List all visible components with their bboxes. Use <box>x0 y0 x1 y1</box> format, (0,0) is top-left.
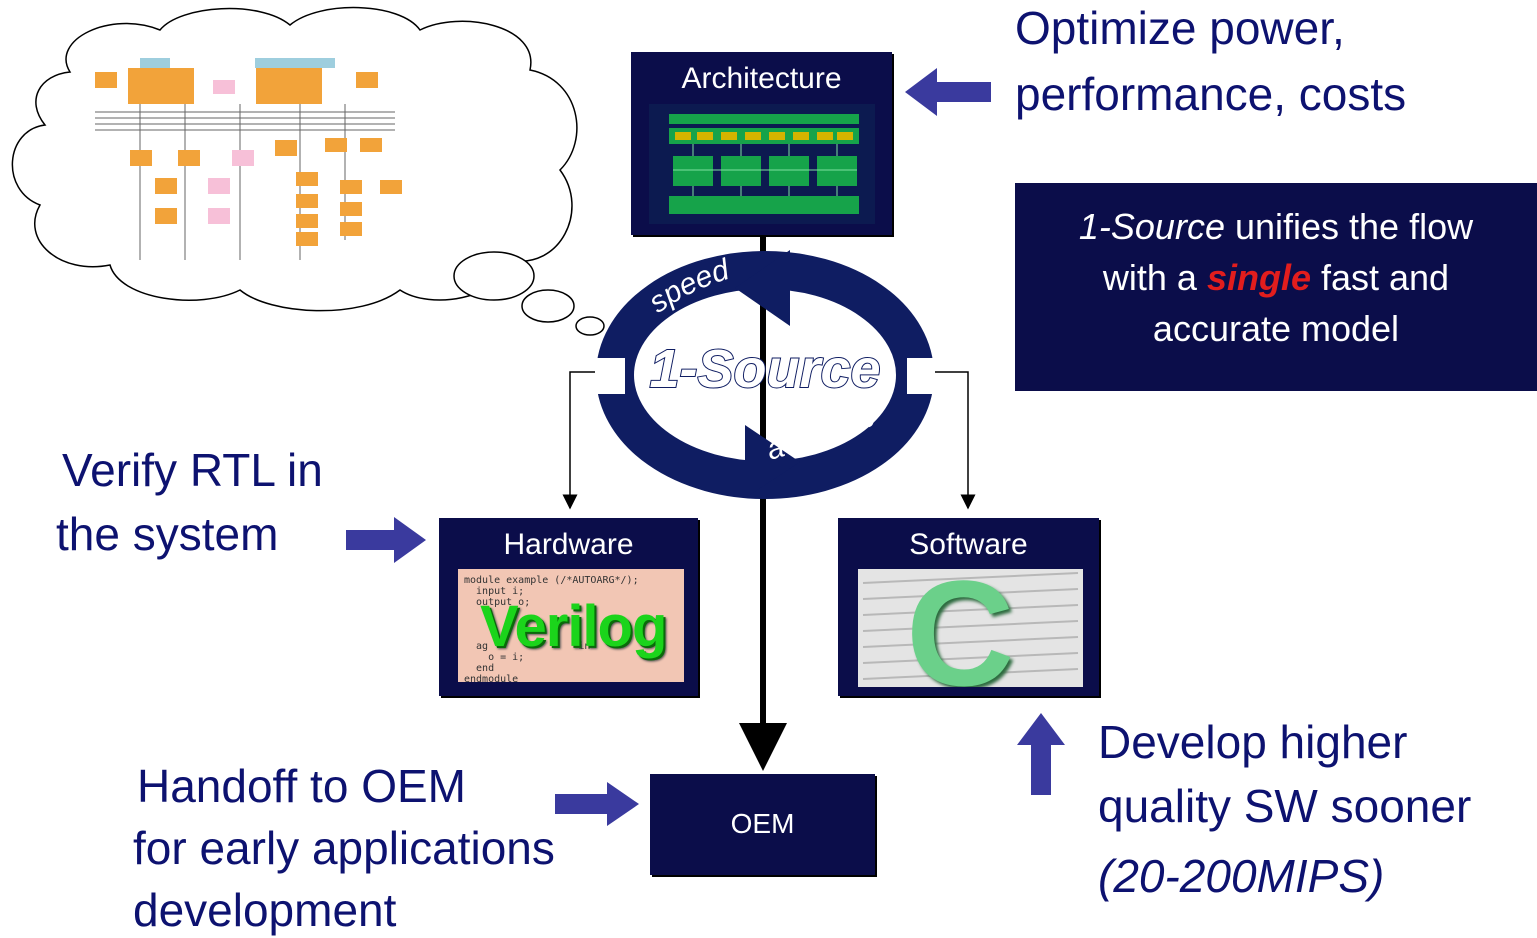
cycle-arrowhead-top <box>735 250 790 326</box>
develop-caption-line3: (20-200MIPS) <box>1098 850 1385 902</box>
block-diagram-thumbnail <box>95 58 402 260</box>
c-language-logo: C <box>906 569 1015 687</box>
oem-box[interactable]: OEM <box>650 774 875 875</box>
hardware-title: Hardware <box>503 528 634 561</box>
verilog-code: module example (/*AUTOARG*/); input i; o… <box>464 575 639 682</box>
one-source-cycle: speed accuracy 1-Source <box>595 250 935 499</box>
verify-caption-line2: the system <box>56 508 279 560</box>
one-source-center-label: 1-Source <box>649 339 880 399</box>
note-line-2: with a single fast and <box>1102 257 1450 298</box>
left-arrow-icon <box>905 68 991 116</box>
up-arrow-icon <box>1017 713 1065 795</box>
architecture-image <box>649 104 875 224</box>
handoff-caption-line3: development <box>133 884 397 936</box>
architecture-box[interactable]: Architecture <box>631 52 892 235</box>
software-title: Software <box>909 528 1028 561</box>
note-one-source: 1-Source <box>1078 206 1225 247</box>
note-line-1: 1-Source unifies the flow <box>1078 206 1474 247</box>
develop-caption-line1: Develop higher <box>1098 716 1408 768</box>
note-single-emphasis: single <box>1206 257 1311 298</box>
software-box[interactable]: Software C <box>838 518 1099 696</box>
note-line-3: accurate model <box>1152 308 1400 349</box>
thought-cloud <box>11 6 605 336</box>
c-code-background <box>862 572 1079 680</box>
architecture-title: Architecture <box>681 62 842 95</box>
connector-to-hardware <box>562 371 605 510</box>
handoff-caption-line1: Handoff to OEM <box>137 760 466 812</box>
cloud-bubble-large <box>453 251 535 301</box>
software-image: C <box>858 569 1083 687</box>
hardware-box[interactable]: Hardware module example (/*AUTOARG*/); i… <box>439 518 698 696</box>
right-arrow-icon <box>346 517 426 563</box>
speed-label: speed <box>643 253 734 320</box>
cycle-arrowhead-bottom <box>745 425 800 498</box>
cloud-bubble-small <box>575 316 605 336</box>
oem-title: OEM <box>730 808 795 839</box>
hardware-image: module example (/*AUTOARG*/); input i; o… <box>458 569 684 682</box>
optimize-caption: Optimize power, performance, costs <box>1015 2 1407 120</box>
handoff-caption-line2: for early applications <box>133 822 555 874</box>
verilog-logo: Verilog <box>480 594 667 659</box>
develop-caption-line2: quality SW sooner <box>1098 780 1472 832</box>
right-arrow-icon-handoff <box>555 782 639 826</box>
one-source-note: 1-Source unifies the flow with a single … <box>1015 183 1537 391</box>
verify-caption: Verify RTL in <box>62 444 323 496</box>
cloud-bubble-medium <box>521 289 575 323</box>
